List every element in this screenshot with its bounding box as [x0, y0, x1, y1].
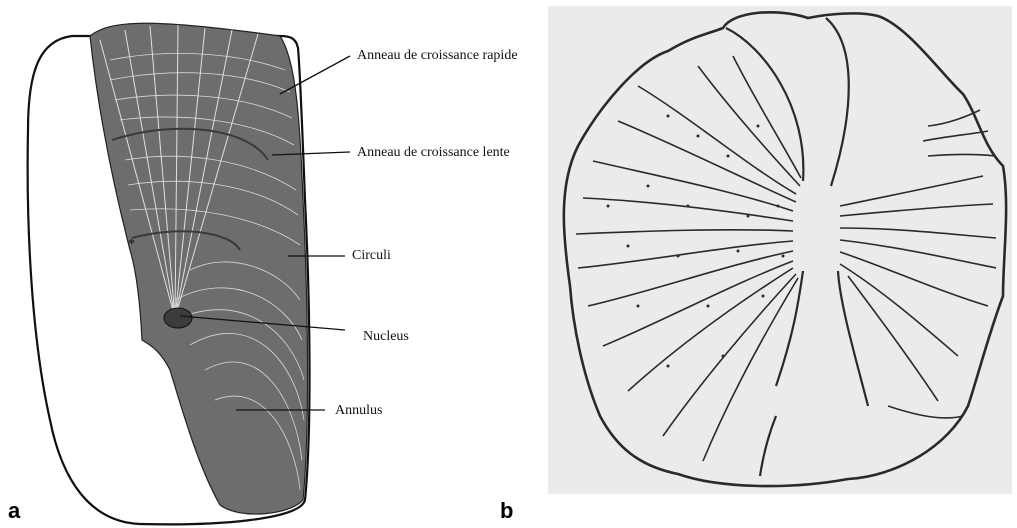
star-marker: * [128, 237, 135, 252]
scale-b-outline [564, 12, 1006, 486]
nucleus-mark [164, 308, 192, 328]
panel-a-scale-diagram: * Anneau de croissance rapide Anneau de … [0, 0, 545, 528]
scale-drawing-b [548, 6, 1012, 494]
label-nucleus: Nucleus [363, 329, 409, 345]
panel-letter-b: b [500, 498, 513, 524]
central-divide [726, 18, 868, 476]
left-striations [576, 56, 801, 461]
right-striations [840, 110, 996, 418]
panel-letter-a: a [8, 498, 20, 524]
label-circuli: Circuli [352, 248, 391, 264]
stipple-dots [607, 115, 785, 368]
label-slow-ring: Anneau de croissance lente [357, 145, 510, 161]
label-rapid-ring: Anneau de croissance rapide [357, 48, 518, 64]
scale-drawing-a: * [0, 0, 545, 528]
label-annulus: Annulus [335, 403, 382, 419]
panel-b-scale-diagram [548, 6, 1012, 494]
